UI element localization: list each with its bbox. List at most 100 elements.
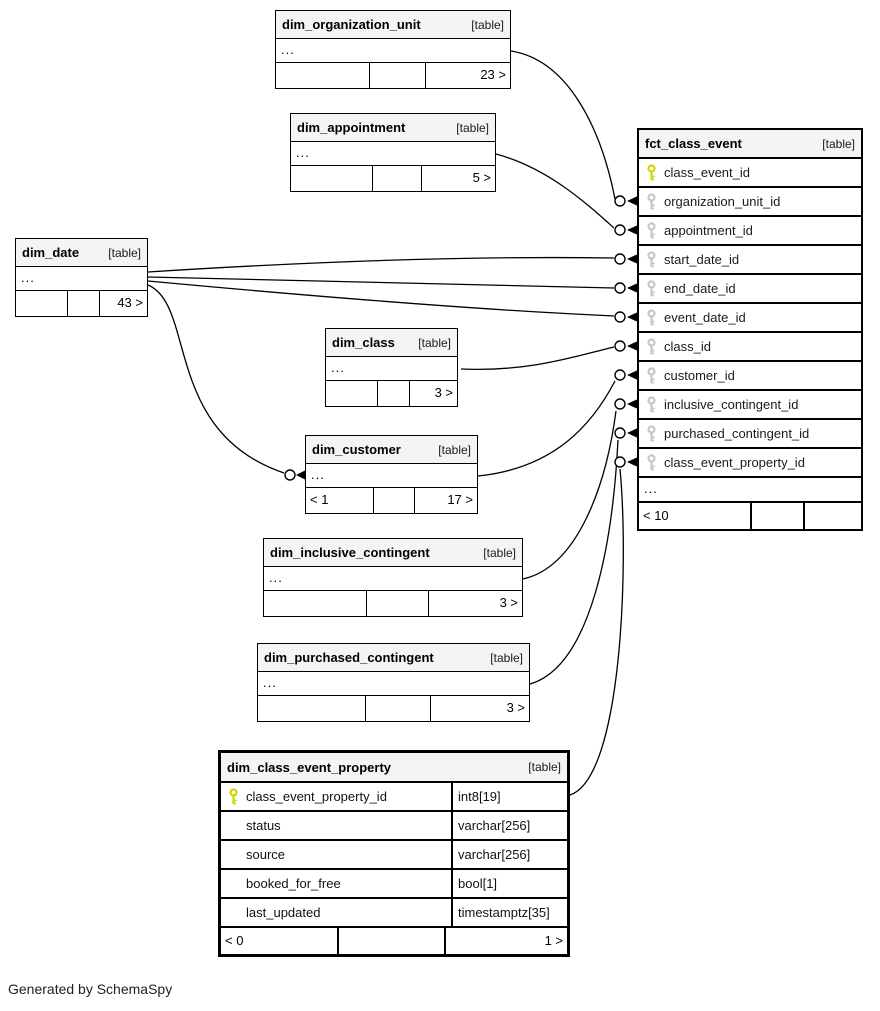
table-footer: < 1 17 >: [306, 488, 477, 513]
collapsed-columns: ...: [276, 39, 510, 63]
rel-class: [460, 346, 615, 371]
table-dim-class[interactable]: dim_class [table] ... 3 >: [325, 328, 458, 407]
table-name: dim_class_event_property: [227, 759, 392, 775]
footer-parents-count: < 1: [306, 488, 375, 513]
table-tag: [table]: [108, 245, 141, 260]
column-row: inclusive_contingent_id: [639, 391, 861, 420]
table-tag: [table]: [418, 335, 451, 350]
table-dim-class-event-property[interactable]: dim_class_event_property [table] class_e…: [218, 750, 570, 957]
collapsed-columns: ...: [291, 142, 495, 166]
table-tag: [table]: [822, 136, 855, 151]
column-name: class_event_property_id: [664, 455, 805, 470]
table-footer: 3 >: [264, 591, 522, 616]
rel-date-customer: [147, 284, 285, 474]
table-dim-appointment[interactable]: dim_appointment [table] ... 5 >: [290, 113, 496, 192]
table-header[interactable]: dim_class [table]: [326, 329, 457, 357]
table-header[interactable]: dim_inclusive_contingent [table]: [264, 539, 522, 567]
crowfoot-markers: [296, 196, 638, 480]
primary-key-icon: [645, 164, 657, 181]
column-row: booked_for_free bool[1]: [221, 870, 567, 899]
table-dim-organization-unit[interactable]: dim_organization_unit [table] ... 23 >: [275, 10, 511, 89]
column-row: event_date_id: [639, 304, 861, 333]
footer-children-count: 3 >: [499, 595, 518, 610]
column-row: end_date_id: [639, 275, 861, 304]
no-key-spacer: [227, 904, 239, 921]
footer-cell: [264, 591, 368, 616]
footer-cell: [370, 63, 426, 88]
foreign-key-icon: [645, 222, 657, 239]
column-type: varchar[256]: [451, 841, 567, 868]
table-header[interactable]: dim_appointment [table]: [291, 114, 495, 142]
footer-children-count: 17 >: [447, 492, 473, 507]
table-header[interactable]: dim_date [table]: [16, 239, 147, 267]
table-header[interactable]: dim_purchased_contingent [table]: [258, 644, 529, 672]
table-tag: [table]: [456, 120, 489, 135]
footer-children-count: 23 >: [480, 67, 506, 82]
column-name: class_event_id: [664, 165, 750, 180]
rel-inclusive: [522, 410, 617, 580]
rel-purchased: [529, 439, 619, 685]
footer-cell: [276, 63, 370, 88]
column-type: bool[1]: [451, 870, 567, 897]
foreign-key-icon: [645, 367, 657, 384]
footer-cell: [752, 503, 806, 529]
column-name: class_event_property_id: [246, 789, 387, 804]
column-name: class_id: [664, 339, 711, 354]
footer-cell: [258, 696, 367, 721]
table-footer: 3 >: [258, 696, 529, 721]
table-fct-class-event[interactable]: fct_class_event [table] class_event_id o…: [637, 128, 863, 531]
table-tag: [table]: [438, 442, 471, 457]
foreign-key-icon: [645, 396, 657, 413]
table-header[interactable]: fct_class_event [table]: [639, 130, 861, 159]
rel-end-date: [147, 276, 615, 289]
table-footer: < 0 1 >: [221, 928, 567, 954]
column-row: purchased_contingent_id: [639, 420, 861, 449]
column-row: appointment_id: [639, 217, 861, 246]
table-tag: [table]: [471, 17, 504, 32]
column-row: status varchar[256]: [221, 812, 567, 841]
table-dim-date[interactable]: dim_date [table] ... 43 >: [15, 238, 148, 317]
rel-class-event-prop: [569, 468, 624, 796]
column-name: status: [246, 818, 281, 833]
table-header[interactable]: dim_customer [table]: [306, 436, 477, 464]
table-dim-purchased-contingent[interactable]: dim_purchased_contingent [table] ... 3 >: [257, 643, 530, 722]
rel-start-date: [147, 256, 615, 273]
footer-cell: [339, 928, 446, 954]
table-footer: 5 >: [291, 166, 495, 191]
table-name: fct_class_event: [645, 136, 742, 151]
no-key-spacer: [227, 875, 239, 892]
column-row: class_id: [639, 333, 861, 362]
collapsed-columns: ...: [264, 567, 522, 591]
footer-children-count: 5 >: [472, 170, 491, 185]
rel-customer: [477, 380, 616, 477]
footer-cell: [374, 488, 416, 513]
column-row: customer_id: [639, 362, 861, 391]
table-dim-inclusive-contingent[interactable]: dim_inclusive_contingent [table] ... 3 >: [263, 538, 523, 617]
foreign-key-icon: [645, 338, 657, 355]
rel-organization-unit: [510, 50, 616, 200]
table-header[interactable]: dim_class_event_property [table]: [221, 753, 567, 783]
foreign-key-icon: [645, 454, 657, 471]
foreign-key-icon: [645, 251, 657, 268]
primary-key-icon: [227, 788, 239, 805]
column-row: last_updated timestamptz[35]: [221, 899, 567, 928]
footer-cell: [378, 381, 410, 406]
table-header[interactable]: dim_organization_unit [table]: [276, 11, 510, 39]
column-type: varchar[256]: [451, 812, 567, 839]
table-name: dim_appointment: [297, 120, 406, 135]
rel-appointment: [495, 153, 615, 229]
footer-children-count: 43 >: [117, 295, 143, 310]
table-name: dim_date: [22, 245, 80, 260]
table-name: dim_customer: [312, 442, 401, 457]
column-row: organization_unit_id: [639, 188, 861, 217]
table-dim-customer[interactable]: dim_customer [table] ... < 1 17 >: [305, 435, 478, 514]
column-name: booked_for_free: [246, 876, 341, 891]
collapsed-columns: ...: [306, 464, 477, 488]
collapsed-columns: ...: [326, 357, 457, 381]
footer-parents-count: < 0: [221, 928, 339, 954]
column-name: purchased_contingent_id: [664, 426, 810, 441]
column-row: class_event_id: [639, 159, 861, 188]
generated-by-note: Generated by SchemaSpy: [8, 981, 173, 997]
